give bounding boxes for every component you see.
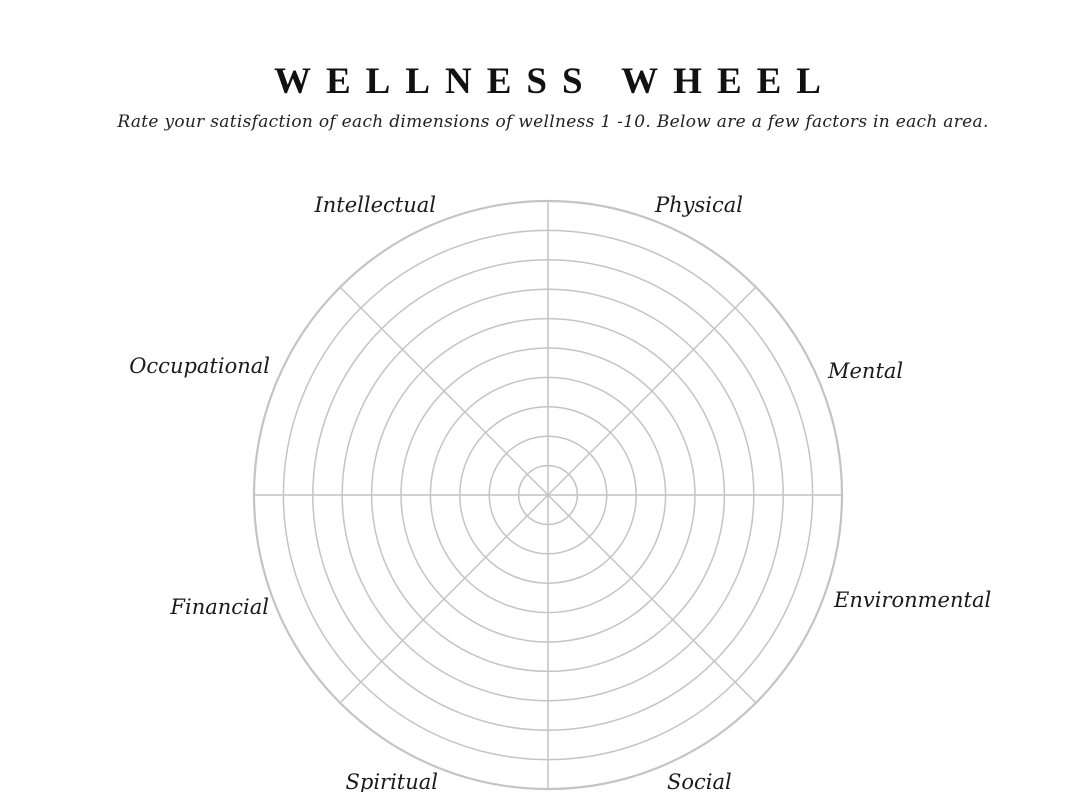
dimension-label-mental: Mental bbox=[827, 359, 903, 383]
dimension-label-occupational: Occupational bbox=[129, 354, 270, 378]
wheel-labels: Physical Mental Environmental Social Spi… bbox=[129, 193, 991, 792]
wheel-spoke-6 bbox=[339, 494, 549, 704]
wheel-spoke-8 bbox=[339, 286, 549, 496]
wheel-spoke-4 bbox=[547, 494, 757, 704]
wheel-spokes bbox=[254, 201, 842, 789]
dimension-label-environmental: Environmental bbox=[833, 588, 991, 612]
dimension-label-social: Social bbox=[667, 770, 732, 792]
instructions-text: Rate your satisfaction of each dimension… bbox=[117, 112, 989, 132]
dimension-label-physical: Physical bbox=[654, 193, 743, 217]
dimension-label-intellectual: Intellectual bbox=[313, 193, 436, 217]
page-title: WELLNESS WHEEL bbox=[274, 61, 836, 102]
wheel-spoke-2 bbox=[547, 286, 757, 496]
dimension-label-spiritual: Spiritual bbox=[345, 770, 438, 792]
dimension-label-financial: Financial bbox=[169, 595, 269, 619]
